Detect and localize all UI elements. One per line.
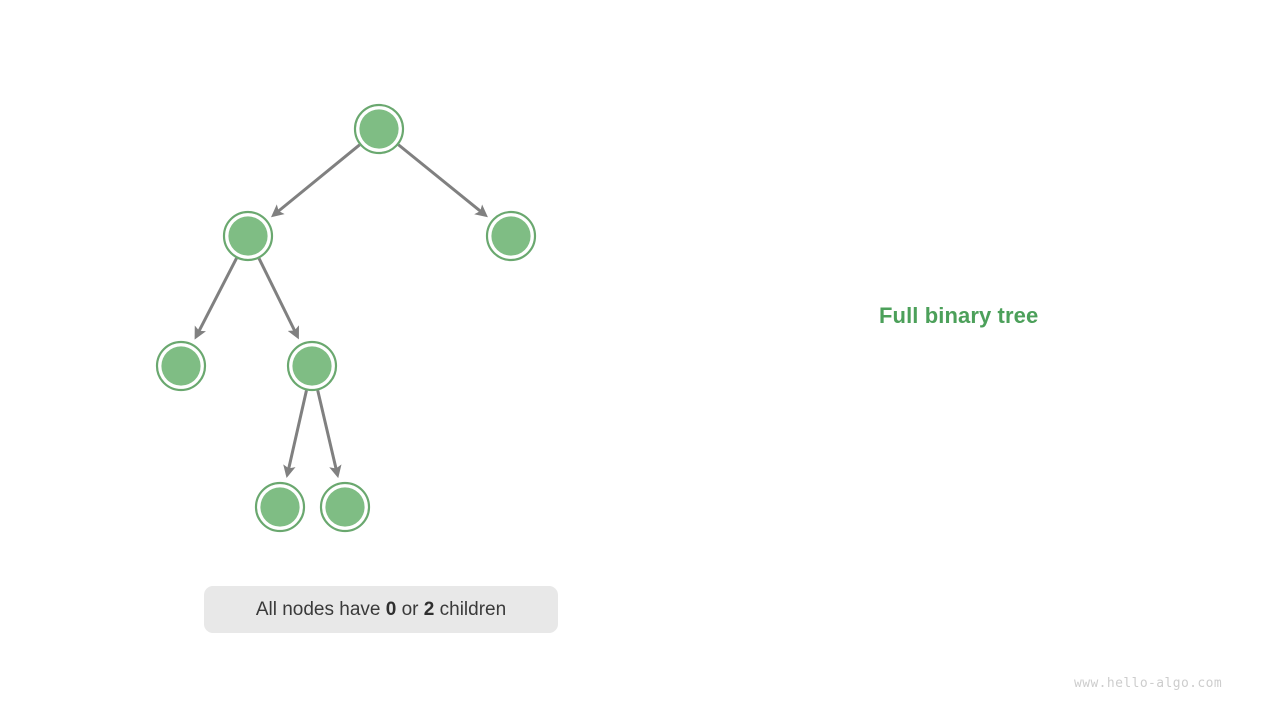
tree-node-outer-ring [222, 210, 274, 262]
tree-node-outer-ring [254, 481, 306, 533]
tree-node-inner-ring [225, 213, 271, 259]
tree-edge [194, 257, 238, 340]
tree-node-layer [155, 103, 537, 533]
tree-node[interactable] [254, 481, 306, 533]
tree-node-outer-ring [353, 103, 405, 155]
tree-edge [271, 143, 361, 218]
tree-node-inner-ring [289, 343, 335, 389]
caption-box: All nodes have 0 or 2 children [204, 586, 558, 633]
tree-node-outer-ring [286, 340, 338, 392]
tree-node-inner-ring [356, 106, 402, 152]
tree-node-inner-ring [158, 343, 204, 389]
tree-edge [397, 143, 488, 218]
tree-node-fill [325, 487, 365, 527]
tree-node-fill [359, 109, 399, 149]
tree-edge [257, 257, 299, 340]
tree-node[interactable] [485, 210, 537, 262]
tree-node[interactable] [286, 340, 338, 392]
watermark: www.hello-algo.com [1074, 676, 1223, 691]
tree-node-fill [292, 346, 332, 386]
tree-node[interactable] [222, 210, 274, 262]
tree-node-inner-ring [257, 484, 303, 530]
tree-node-fill [260, 487, 300, 527]
caption-text: All nodes have 0 or 2 children [256, 599, 506, 621]
tree-node-inner-ring [322, 484, 368, 530]
tree-edge [283, 390, 308, 479]
tree-edge-layer [194, 143, 488, 479]
caption-value-a: 0 [385, 598, 397, 620]
tree-node-outer-ring [485, 210, 537, 262]
caption-value-b: 2 [423, 598, 435, 620]
tree-node[interactable] [319, 481, 371, 533]
tree-node-outer-ring [155, 340, 207, 392]
caption-prefix: All nodes have [255, 598, 386, 620]
tree-node[interactable] [155, 340, 207, 392]
caption-suffix: children [434, 598, 507, 620]
tree-node-fill [228, 216, 268, 256]
tree-edge [316, 390, 342, 479]
tree-node-fill [491, 216, 531, 256]
tree-node-outer-ring [319, 481, 371, 533]
figure-title: Full binary tree [879, 303, 1039, 328]
tree-node[interactable] [353, 103, 405, 155]
tree-node-fill [161, 346, 201, 386]
caption-middle: or [396, 598, 424, 620]
tree-node-inner-ring [488, 213, 534, 259]
